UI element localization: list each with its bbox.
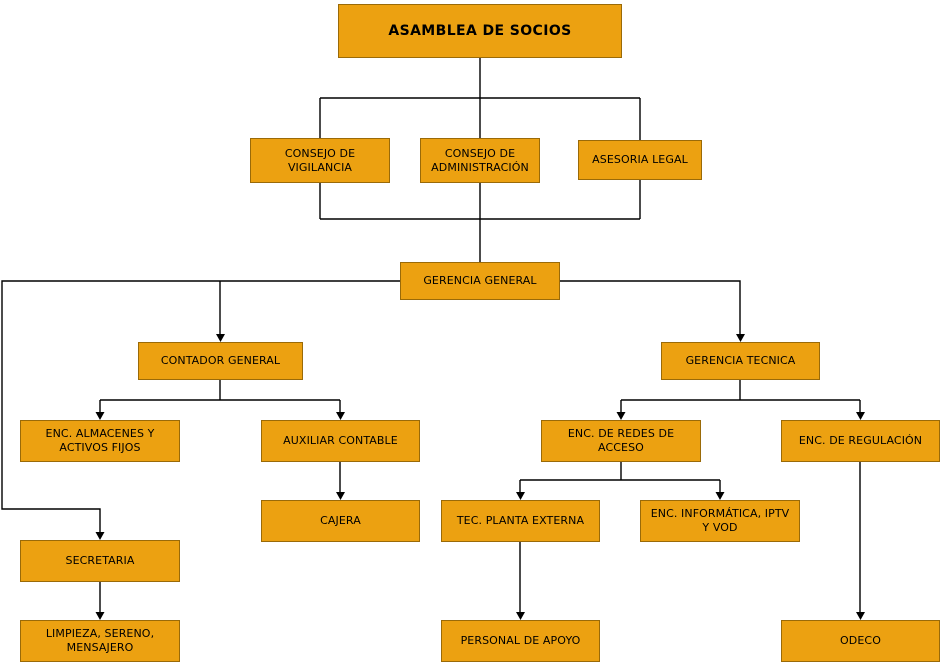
node-label-almacenes: ENC. ALMACENES Y ACTIVOS FIJOS [45,427,155,454]
connector-p-row1-to-gg [319,180,641,262]
node-gerencia-tecnica[interactable]: GERENCIA TECNICA [661,342,820,380]
node-label-cajera: CAJERA [320,514,361,527]
arrowhead-redes-acceso-to-informatica [715,492,725,500]
connector-p-gg-left [1,280,400,534]
connector-p-contador-bus [99,380,341,414]
node-almacenes[interactable]: ENC. ALMACENES Y ACTIVOS FIJOS [20,420,180,462]
node-odeco[interactable]: ODECO [781,620,940,662]
node-label-informatica: ENC. INFORMÁTICA, IPTV Y VOD [650,507,790,534]
node-label-auxiliar-contable: AUXILIAR CONTABLE [283,434,398,447]
node-label-vigilancia: CONSEJO DE VIGILANCIA [284,146,356,174]
node-administracion[interactable]: CONSEJO DE ADMINISTRACIÓN [420,138,540,183]
node-label-secretaria: SECRETARIA [65,554,135,567]
connector-p-redes-bus [519,462,721,494]
connector-p-tecnica-bus [620,380,861,414]
arrowhead-gerencia-tecnica-to-regulacion [856,412,865,420]
node-label-planta-externa: TEC. PLANTA EXTERNA [456,514,585,527]
node-vigilancia[interactable]: CONSEJO DE VIGILANCIA [250,138,390,183]
arrowhead-gerencia-tecnica-to-redes-acceso [616,412,626,420]
arrowhead-gerencia-general-to-contador-general [216,334,225,342]
node-label-asesoria: ASESORIA LEGAL [592,153,688,166]
arrowhead-planta-externa-to-personal-apoyo [516,612,525,620]
node-regulacion[interactable]: ENC. DE REGULACIÓN [781,420,940,462]
node-informatica[interactable]: ENC. INFORMÁTICA, IPTV Y VOD [640,500,800,542]
node-label-personal-apoyo: PERSONAL DE APOYO [460,634,581,647]
connector-p-gg-right [560,280,741,336]
node-asamblea[interactable]: ASAMBLEA DE SOCIOS [338,4,622,58]
arrow-heads [95,334,865,620]
node-planta-externa[interactable]: TEC. PLANTA EXTERNA [441,500,600,542]
node-redes-acceso[interactable]: ENC. DE REDES DE ACCESO [541,420,701,462]
arrowhead-contador-general-to-almacenes [95,412,105,420]
connector-paths [1,58,861,614]
node-label-gerencia-tecnica: GERENCIA TECNICA [685,354,796,367]
connector-p-asamblea-bus [319,58,641,140]
node-contador-general[interactable]: CONTADOR GENERAL [138,342,303,380]
node-label-administracion: CONSEJO DE ADMINISTRACIÓN [431,146,529,174]
node-label-gerencia-general: GERENCIA GENERAL [423,274,537,287]
arrowhead-secretaria-to-limpieza [95,612,105,620]
arrowhead-regulacion-to-odeco [856,612,865,620]
node-label-odeco: ODECO [840,634,881,647]
arrowhead-auxiliar-contable-to-cajera [336,492,345,500]
node-limpieza[interactable]: LIMPIEZA, SERENO, MENSAJERO [20,620,180,662]
arrowhead-redes-acceso-to-planta-externa [516,492,525,500]
node-secretaria[interactable]: SECRETARIA [20,540,180,582]
node-asesoria[interactable]: ASESORIA LEGAL [578,140,702,180]
arrowhead-gerencia-general-to-gerencia-tecnica [736,334,745,342]
node-label-limpieza: LIMPIEZA, SERENO, MENSAJERO [45,627,155,654]
arrowhead-contador-general-to-auxiliar-contable [336,412,345,420]
node-cajera[interactable]: CAJERA [261,500,420,542]
node-label-redes-acceso: ENC. DE REDES DE ACCESO [567,427,675,454]
node-label-asamblea: ASAMBLEA DE SOCIOS [388,23,572,39]
arrowhead-gerencia-general-to-secretaria [95,532,105,540]
node-gerencia-general[interactable]: GERENCIA GENERAL [400,262,560,300]
node-label-contador-general: CONTADOR GENERAL [160,354,281,367]
node-personal-apoyo[interactable]: PERSONAL DE APOYO [441,620,600,662]
node-auxiliar-contable[interactable]: AUXILIAR CONTABLE [261,420,420,462]
node-label-regulacion: ENC. DE REGULACIÓN [798,434,923,447]
